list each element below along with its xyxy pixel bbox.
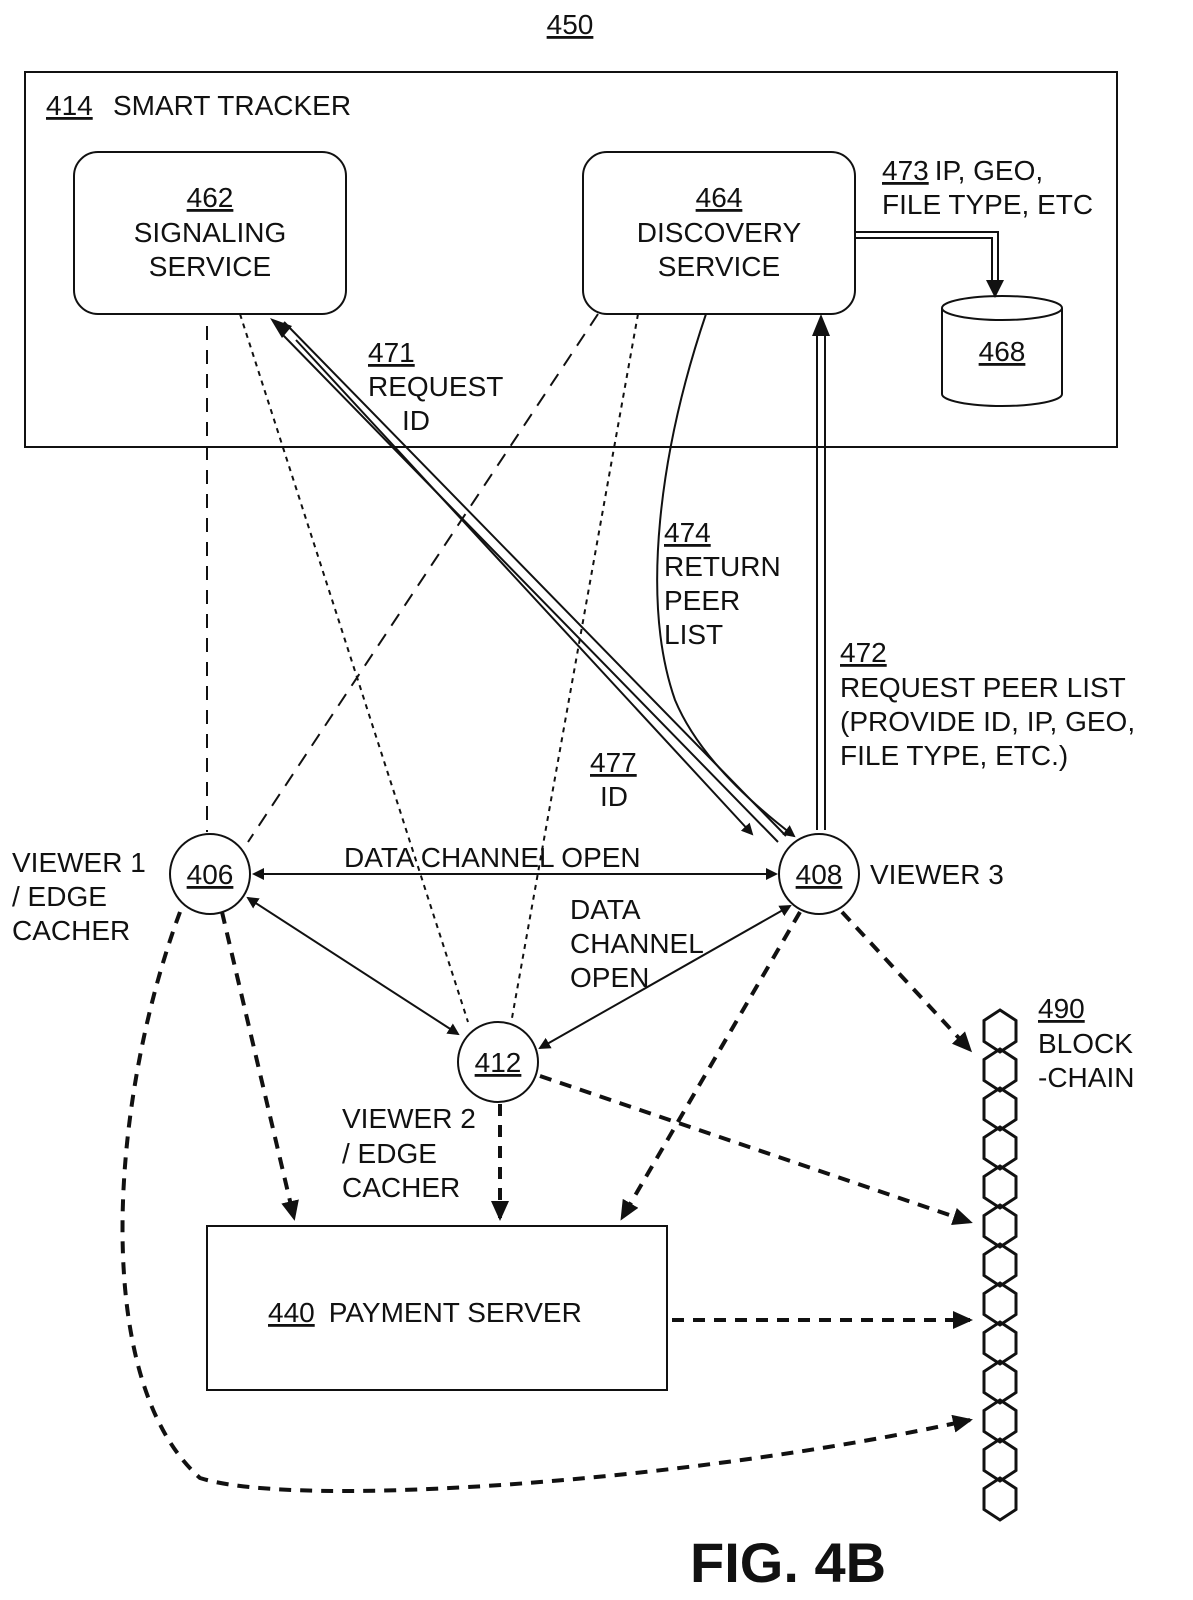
return-peer-list-ref: 474 bbox=[664, 517, 711, 548]
return-peer-list-line1: RETURN bbox=[664, 551, 781, 582]
blockchain-block bbox=[982, 1359, 1018, 1405]
payment-server-label: PAYMENT SERVER bbox=[329, 1297, 582, 1328]
viewer2-ref: 412 bbox=[475, 1047, 522, 1078]
request-id-line1: REQUEST bbox=[368, 371, 503, 402]
blockchain-block bbox=[982, 1203, 1018, 1249]
blockchain-block bbox=[982, 1164, 1018, 1210]
blockchain-block bbox=[982, 1320, 1018, 1366]
viewer1-node: 406 bbox=[169, 833, 251, 915]
data-channel-v3-v2 bbox=[538, 905, 792, 1049]
signaling-to-viewer2-line bbox=[239, 313, 469, 1023]
db-note-text1: IP, GEO, bbox=[935, 155, 1043, 186]
blockchain-line2: -CHAIN bbox=[1038, 1062, 1134, 1093]
smart-tracker-ref: 414 bbox=[46, 90, 93, 121]
signaling-service-line1: SIGNALING bbox=[134, 217, 286, 248]
viewer1-to-payment-arrow bbox=[220, 911, 299, 1221]
id-label: ID bbox=[600, 781, 628, 812]
viewer2-to-blockchain-arrow bbox=[539, 1074, 973, 1226]
viewer1-line1: VIEWER 1 bbox=[12, 847, 146, 878]
blockchain-block bbox=[982, 1047, 1018, 1093]
blockchain-block bbox=[982, 1281, 1018, 1327]
blockchain-block bbox=[982, 1008, 1018, 1054]
blockchain-line1: BLOCK bbox=[1038, 1028, 1133, 1059]
blockchain-block bbox=[982, 1086, 1018, 1132]
blockchain-block bbox=[982, 1398, 1018, 1444]
return-peer-list-arrow bbox=[656, 313, 796, 838]
request-id-line2: ID bbox=[402, 405, 430, 436]
signaling-service-ref: 462 bbox=[187, 182, 234, 213]
discovery-service-line2: SERVICE bbox=[658, 251, 780, 282]
viewer3-to-blockchain-arrow bbox=[840, 910, 973, 1053]
blockchain-block bbox=[982, 1242, 1018, 1288]
request-peer-list-line1: REQUEST PEER LIST bbox=[840, 672, 1126, 703]
viewer3-node: 408 bbox=[778, 833, 860, 915]
viewer2-line3: CACHER bbox=[342, 1172, 460, 1203]
figure-number: 450 bbox=[547, 9, 594, 40]
blockchain-block bbox=[982, 1437, 1018, 1483]
viewer3-label: VIEWER 3 bbox=[870, 859, 1004, 890]
request-peer-list-line3: FILE TYPE, ETC.) bbox=[840, 740, 1068, 771]
smart-tracker-box bbox=[24, 71, 1118, 448]
payment-server-box bbox=[206, 1225, 668, 1391]
discovery-to-database-arrow bbox=[855, 231, 1004, 298]
viewer2-line1: VIEWER 2 bbox=[342, 1103, 476, 1134]
return-peer-list-line2: PEER bbox=[664, 585, 740, 616]
request-peer-list-line2: (PROVIDE ID, IP, GEO, bbox=[840, 706, 1135, 737]
discovery-to-viewer1-line bbox=[247, 313, 599, 843]
viewer1-to-blockchain-arrow bbox=[120, 911, 973, 1493]
viewer3-to-payment-arrow bbox=[620, 910, 802, 1221]
viewer1-line2: / EDGE bbox=[12, 881, 107, 912]
data-channel-open-label: DATA CHANNEL OPEN bbox=[344, 842, 641, 873]
blockchain-chain bbox=[982, 1008, 1018, 1522]
data-channel-2-line1: DATA bbox=[570, 894, 641, 925]
signaling-service-line2: SERVICE bbox=[149, 251, 271, 282]
return-peer-list-line3: LIST bbox=[664, 619, 723, 650]
database-ref: 468 bbox=[979, 336, 1026, 367]
request-peer-list-arrow bbox=[812, 314, 830, 830]
request-peer-list-ref: 472 bbox=[840, 637, 887, 668]
smart-tracker-label: SMART TRACKER bbox=[113, 90, 351, 121]
viewer3-ref: 408 bbox=[796, 859, 843, 890]
id-return-arrow bbox=[295, 339, 754, 836]
discovery-service-ref: 464 bbox=[696, 182, 743, 213]
request-id-arrow bbox=[270, 318, 787, 843]
viewer2-node: 412 bbox=[457, 1021, 539, 1103]
discovery-service-line1: DISCOVERY bbox=[637, 217, 802, 248]
blockchain-block bbox=[982, 1476, 1018, 1522]
id-ref: 477 bbox=[590, 747, 637, 778]
request-id-ref: 471 bbox=[368, 337, 415, 368]
viewer2-line2: / EDGE bbox=[342, 1138, 437, 1169]
signaling-service-box bbox=[73, 151, 347, 315]
data-channel-v1-v2 bbox=[246, 896, 460, 1036]
blockchain-block bbox=[982, 1125, 1018, 1171]
database-cylinder: 468 bbox=[941, 295, 1063, 407]
viewer1-line3: CACHER bbox=[12, 915, 130, 946]
blockchain-ref: 490 bbox=[1038, 993, 1085, 1024]
payment-server-ref: 440 bbox=[268, 1297, 315, 1328]
figure-caption: FIG. 4B bbox=[690, 1531, 886, 1594]
db-note-ref: 473 bbox=[882, 155, 929, 186]
payment-server-text: 440 PAYMENT SERVER bbox=[268, 1297, 582, 1328]
data-channel-2-line3: OPEN bbox=[570, 962, 649, 993]
db-note-line2: FILE TYPE, ETC bbox=[882, 189, 1093, 220]
data-channel-2-line2: CHANNEL bbox=[570, 928, 704, 959]
viewer1-ref: 406 bbox=[187, 859, 234, 890]
